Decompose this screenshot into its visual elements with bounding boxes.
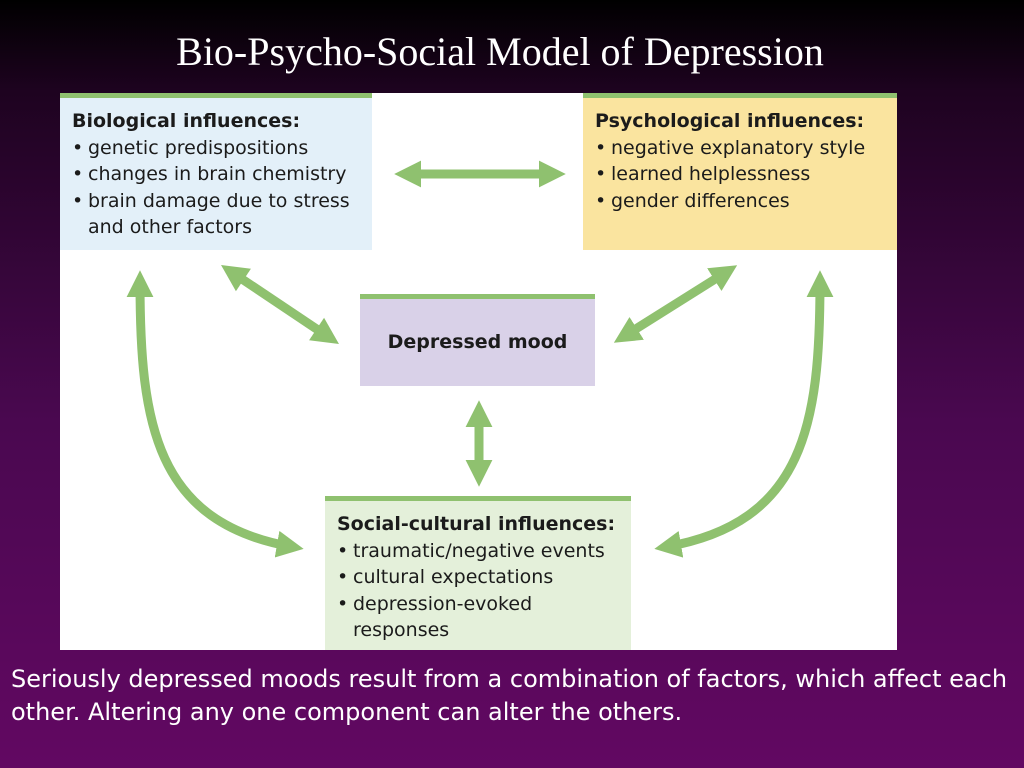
- diagram-panel: Biological influences: genetic predispos…: [60, 93, 897, 650]
- biological-influences-list: genetic predispositions changes in brain…: [72, 135, 362, 241]
- slide-caption: Seriously depressed moods result from a …: [11, 665, 1008, 726]
- arrow-bio-social: [126, 270, 304, 558]
- biological-influences-box: Biological influences: genetic predispos…: [60, 93, 372, 250]
- social-cultural-influences-box: Social-cultural influences: traumatic/ne…: [325, 496, 631, 650]
- psychological-influences-box: Psychological influences: negative expla…: [583, 93, 897, 250]
- social-cultural-influences-title: Social-cultural influences:: [337, 513, 616, 535]
- list-item: gender differences: [595, 188, 887, 215]
- psychological-influences-list: negative explanatory style learned helpl…: [595, 135, 887, 215]
- psychological-influences-title: Psychological influences:: [595, 110, 865, 132]
- list-item: learned helplessness: [595, 161, 887, 188]
- biological-influences-title: Biological influences:: [72, 110, 301, 132]
- list-item: traumatic/negative events: [337, 538, 621, 565]
- list-item: brain damage due to stress and other fac…: [72, 188, 362, 241]
- arrows-layer: [126, 160, 834, 558]
- list-item: depression-evoked responses: [337, 591, 621, 644]
- social-cultural-influences-list: traumatic/negative events cultural expec…: [337, 538, 621, 644]
- arrow-psy-mood: [613, 265, 738, 343]
- list-item: genetic predispositions: [72, 135, 362, 162]
- list-item: cultural expectations: [337, 564, 621, 591]
- arrow-psy-social: [654, 270, 834, 558]
- depressed-mood-box: Depressed mood: [360, 294, 595, 386]
- slide-title: Bio-Psycho-Social Model of Depression: [176, 29, 824, 74]
- list-item: negative explanatory style: [595, 135, 887, 162]
- depressed-mood-label: Depressed mood: [387, 331, 568, 354]
- arrow-bio-mood: [221, 264, 339, 345]
- list-item: changes in brain chemistry: [72, 161, 362, 188]
